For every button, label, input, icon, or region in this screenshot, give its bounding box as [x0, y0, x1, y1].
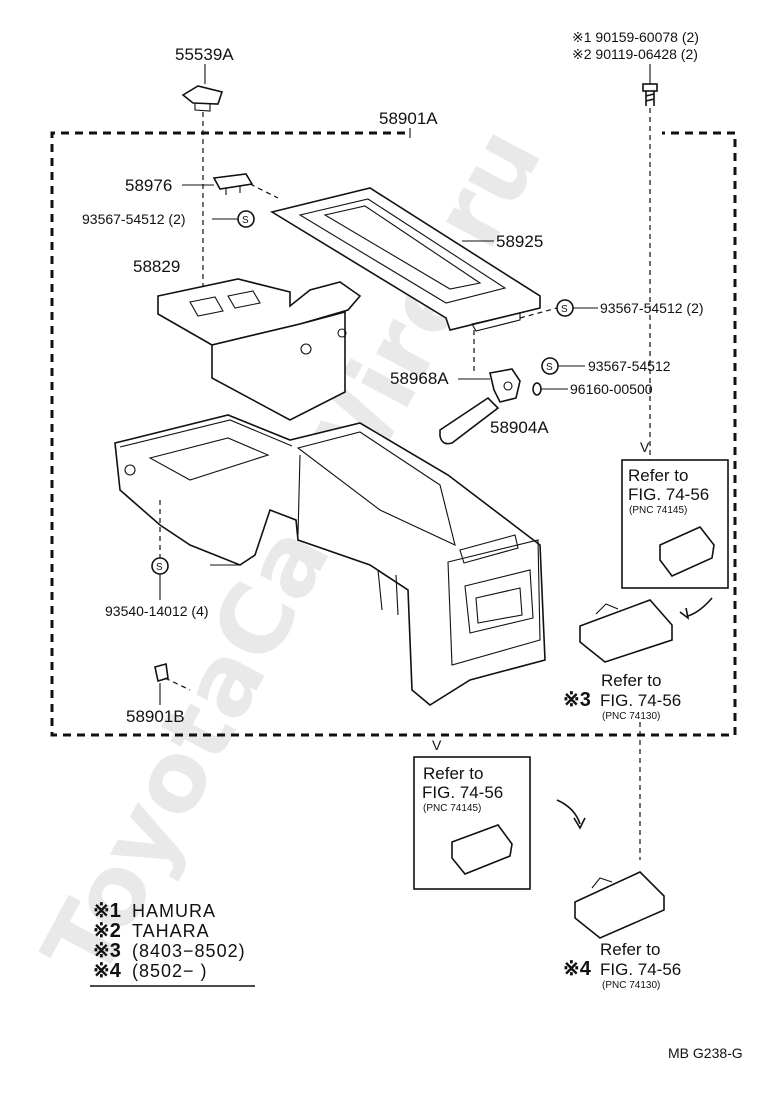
clip-55539a-icon — [181, 85, 224, 112]
legend-text-2: TAHARA — [132, 921, 210, 941]
ref4-mark: ※4 — [563, 958, 592, 980]
label-55539a: 55539A — [175, 45, 234, 64]
legend-text-3: (8403−8502) — [132, 941, 246, 961]
svg-text:(PNC 74145): (PNC 74145) — [423, 803, 481, 814]
label-93540: 93540-14012 (4) — [105, 603, 209, 619]
clip-58901b-icon — [154, 662, 169, 683]
svg-text:S: S — [546, 362, 553, 373]
console-body — [114, 414, 546, 706]
v-mark-1: V — [640, 439, 650, 455]
screw-s-icon: S — [541, 357, 559, 375]
svg-text:Refer to: Refer to — [628, 466, 688, 485]
fastener-note-1: ※1 90159-60078 (2) — [572, 29, 699, 45]
ref4-line3: (PNC 74130) — [602, 980, 660, 991]
latch-58968a-icon — [489, 368, 521, 403]
ref-box-3: Refer to FIG. 74-56 (PNC 74145) — [413, 756, 531, 890]
ref-box-1: Refer to FIG. 74-56 (PNC 74145) — [621, 459, 729, 589]
legend-mark-3: ※3 — [93, 940, 121, 962]
pocket-74130-icon — [574, 871, 665, 939]
assembly-frame — [50, 131, 737, 737]
label-58976: 58976 — [125, 176, 172, 195]
legend-mark-1: ※1 — [93, 900, 121, 922]
ref2-mark: ※3 — [563, 689, 591, 711]
handle-58904a — [439, 396, 500, 445]
label-96160: 96160-00500 — [570, 381, 653, 397]
label-58925: 58925 — [496, 232, 543, 251]
ref4-line2: FIG. 74-56 — [600, 960, 681, 979]
label-58968a: 58968A — [390, 369, 449, 388]
svg-text:Refer to: Refer to — [423, 764, 483, 783]
fastener-note-2: ※2 90119-06428 (2) — [572, 46, 698, 62]
label-93567-single: 93567-54512 — [588, 358, 671, 374]
svg-text:FIG. 74-56: FIG. 74-56 — [422, 783, 503, 802]
svg-text:(PNC 74145): (PNC 74145) — [629, 505, 687, 516]
screw-s-icon: S — [556, 299, 574, 317]
label-58829: 58829 — [133, 257, 180, 276]
label-93567-left: 93567-54512 (2) — [82, 211, 186, 227]
washer-icon — [532, 382, 542, 396]
svg-text:FIG. 74-56: FIG. 74-56 — [628, 485, 709, 504]
label-58904a: 58904A — [490, 418, 549, 437]
ref2-line1: Refer to — [601, 671, 661, 690]
legend-mark-4: ※4 — [93, 960, 122, 982]
bolt-icon — [642, 64, 658, 480]
label-93567-right: 93567-54512 (2) — [600, 300, 704, 316]
lid-58925 — [269, 187, 541, 332]
bracket-58976-icon — [212, 173, 254, 195]
label-58901a: 58901A — [379, 109, 438, 128]
box-58829 — [157, 278, 362, 421]
ref4-line1: Refer to — [600, 940, 660, 959]
v-mark-2: V — [432, 737, 442, 753]
arrow-icon — [687, 597, 713, 617]
svg-text:S: S — [561, 304, 568, 315]
arrow-icon — [556, 799, 581, 825]
label-58901b: 58901B — [126, 707, 185, 726]
legend-text-4: (8502− ) — [132, 961, 208, 981]
legend-mark-2: ※2 — [93, 920, 121, 942]
ref2-line3: (PNC 74130) — [602, 711, 660, 722]
legend-text-1: HAMURA — [132, 901, 216, 921]
legend: ※1 HAMURA ※2 TAHARA ※3 (8403−8502) ※4 (8… — [90, 900, 255, 987]
screw-s-icon: S — [237, 210, 255, 228]
svg-text:S: S — [156, 562, 163, 573]
screw-s-icon: S — [151, 557, 169, 575]
footer-code: MB G238-G — [668, 1045, 743, 1061]
pocket-74130-icon — [579, 599, 673, 663]
svg-text:S: S — [242, 215, 249, 226]
ref2-line2: FIG. 74-56 — [600, 691, 681, 710]
